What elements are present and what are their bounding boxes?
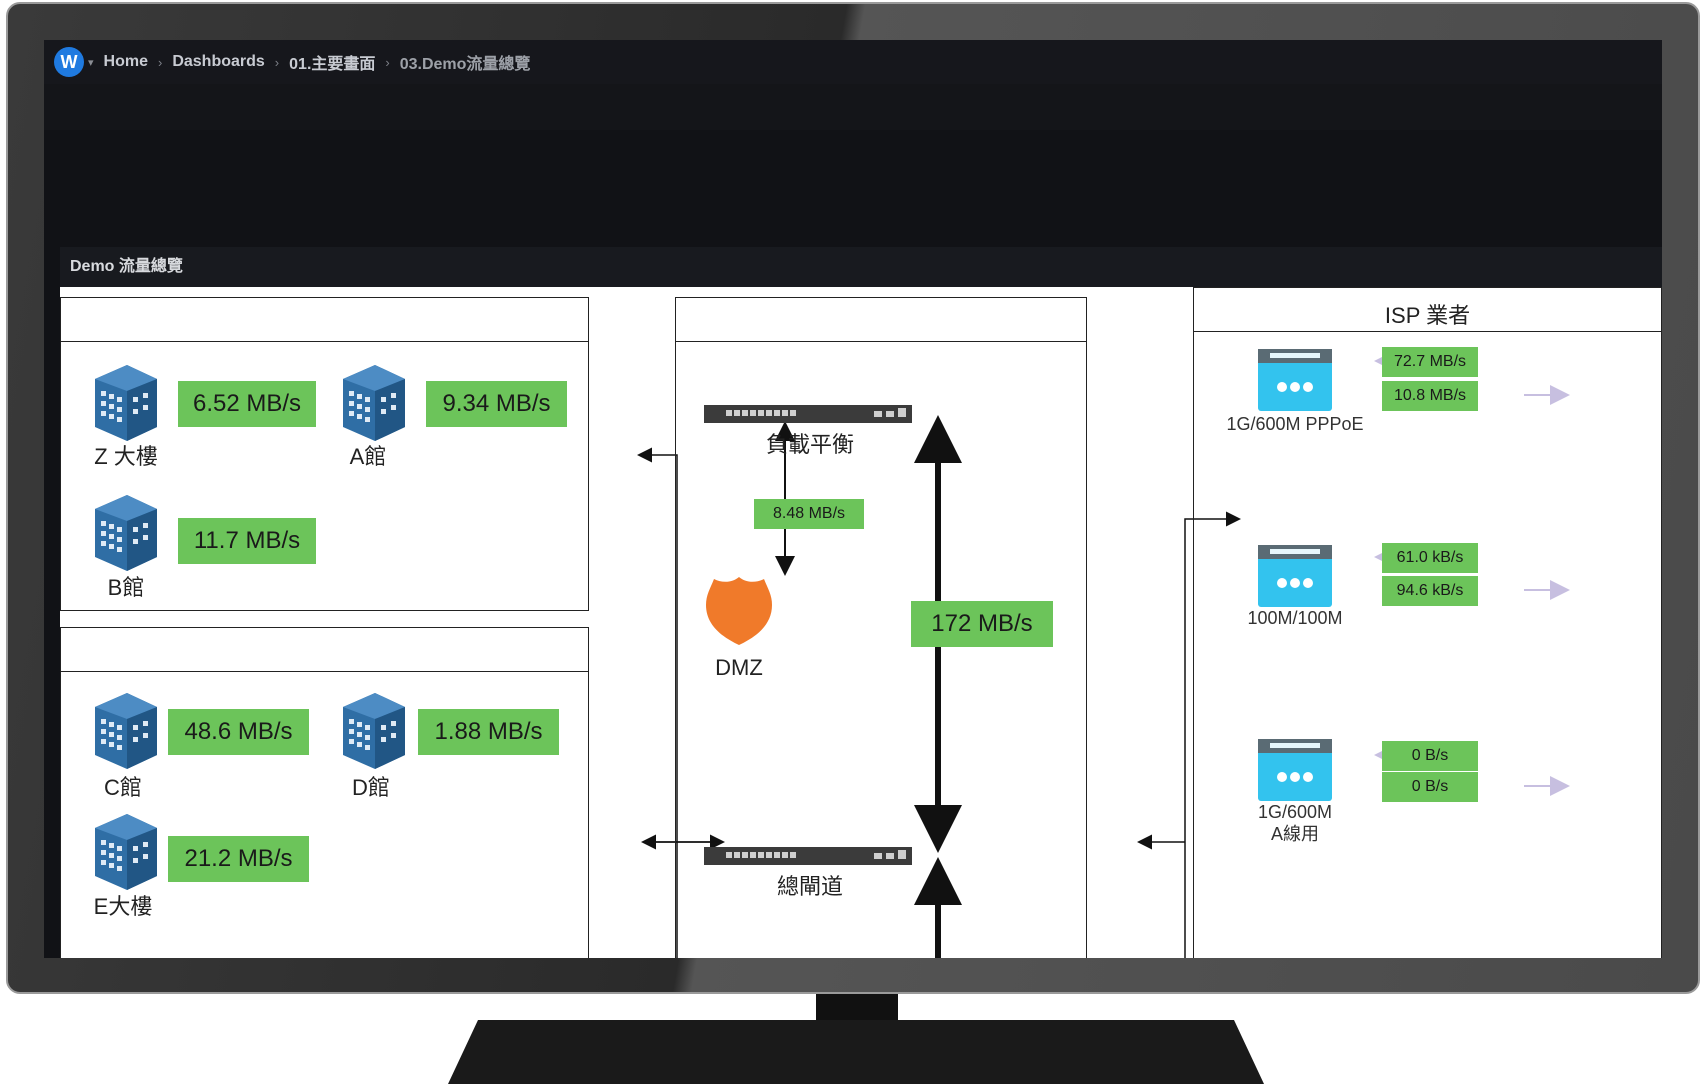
rate-badge: 6.52 MB/s	[178, 381, 316, 427]
variables-row	[44, 130, 1662, 247]
breadcrumb-home[interactable]: Home	[103, 53, 148, 70]
breadcrumb-folder[interactable]: 01.主要畫面	[289, 56, 376, 73]
gateway-switch-icon[interactable]	[704, 847, 912, 865]
panel-title[interactable]: Demo 流量總覽	[60, 247, 1662, 287]
isp-group: ISP 業者	[1193, 287, 1662, 958]
rate-badge: 48.6 MB/s	[168, 709, 309, 755]
isp-line-label: 1G/600M PPPoE	[1226, 414, 1364, 434]
building-icon[interactable]	[91, 491, 161, 573]
dmz-shield-icon[interactable]	[704, 575, 774, 647]
load-balancer-label: 負載平衡	[765, 432, 854, 457]
rate-badge: 9.34 MB/s	[426, 381, 567, 427]
group-header	[676, 298, 1086, 342]
dmz-label: DMZ	[715, 655, 763, 680]
app-logo-icon[interactable]: W	[54, 47, 84, 77]
building-label: A館	[349, 444, 387, 469]
building-label: D館	[352, 775, 390, 800]
building-label: E大樓	[93, 894, 153, 919]
isp-title: ISP 業者	[1384, 303, 1471, 328]
chevron-down-icon[interactable]: ▾	[88, 56, 94, 69]
isp-line-label-line1: 1G/600M	[1257, 802, 1333, 822]
isp-line-label-line2: A線用	[1270, 824, 1319, 844]
modem-icon[interactable]	[1258, 349, 1332, 411]
building-label: Z 大樓	[94, 444, 158, 469]
toolbar	[44, 84, 1662, 131]
rate-badge: 11.7 MB/s	[178, 518, 316, 564]
building-label: C館	[104, 775, 142, 800]
dashboard-panel: Demo 流量總覽	[60, 247, 1662, 958]
breadcrumb-separator-icon: ›	[274, 54, 280, 70]
rate-out-badge: 0 B/s	[1382, 772, 1478, 802]
isp-line-label: 100M/100M	[1247, 608, 1343, 628]
building-icon[interactable]	[339, 361, 409, 443]
group-header	[61, 298, 588, 342]
campus-group-top	[60, 297, 589, 611]
breadcrumb-separator-icon: ›	[157, 54, 163, 70]
campus-group-bottom	[60, 627, 589, 958]
rate-badge: 172 MB/s	[911, 601, 1053, 647]
rate-in-badge: 0 B/s	[1382, 741, 1478, 771]
modem-icon[interactable]	[1258, 545, 1332, 607]
gateway-label: 總閘道	[776, 874, 843, 899]
building-icon[interactable]	[91, 810, 161, 892]
load-balancer-switch-icon[interactable]	[704, 405, 912, 423]
core-group	[675, 297, 1087, 958]
rate-badge: 1.88 MB/s	[418, 709, 559, 755]
group-header	[61, 628, 588, 672]
breadcrumb-dashboards[interactable]: Dashboards	[172, 53, 265, 70]
building-label: B館	[107, 575, 145, 600]
network-diagram: ISP 業者 Z 大樓 6.52 MB/s A館 9.34 MB/s	[60, 287, 1662, 958]
breadcrumb-current: 03.Demo流量總覽	[399, 56, 531, 73]
rate-badge: 21.2 MB/s	[168, 836, 309, 882]
monitor-stand-base	[448, 1020, 1264, 1084]
building-icon[interactable]	[91, 361, 161, 443]
rate-badge: 8.48 MB/s	[754, 499, 864, 529]
modem-icon[interactable]	[1258, 739, 1332, 801]
rate-in-badge: 72.7 MB/s	[1382, 347, 1478, 377]
building-icon[interactable]	[91, 689, 161, 771]
rate-out-badge: 94.6 kB/s	[1382, 576, 1478, 606]
rate-in-badge: 61.0 kB/s	[1382, 543, 1478, 573]
building-icon[interactable]	[339, 689, 409, 771]
isp-header: ISP 業者	[1194, 288, 1661, 332]
breadcrumb-separator-icon: ›	[385, 54, 390, 70]
screen: W ▾ Home › Dashboards › 01.主要畫面 › 03.Dem…	[44, 40, 1662, 958]
top-nav: W ▾ Home › Dashboards › 01.主要畫面 › 03.Dem…	[44, 40, 1662, 85]
rate-out-badge: 10.8 MB/s	[1382, 381, 1478, 411]
